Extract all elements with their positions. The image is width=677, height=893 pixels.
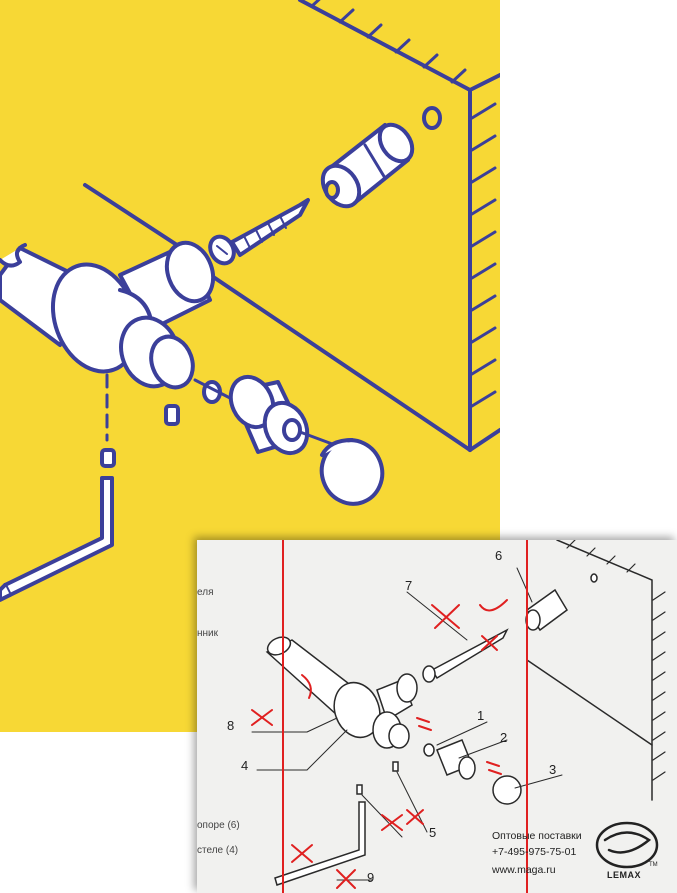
part-number-7: 7	[405, 578, 413, 593]
assembly-drawing	[0, 0, 500, 602]
part-number-6: 6	[495, 548, 503, 563]
partial-label-2: нник	[197, 628, 219, 639]
hex-key	[0, 476, 114, 602]
part-number-5: 5	[429, 825, 437, 840]
scan-spacer	[423, 739, 522, 805]
set-screw-2	[100, 448, 116, 468]
wall-anchor	[320, 122, 415, 209]
brand-name: LEMAX	[607, 870, 641, 880]
part-number-3: 3	[549, 762, 557, 777]
brand-logo	[595, 821, 659, 869]
part-number-2: 2	[500, 730, 508, 745]
scan-anchor	[525, 573, 598, 632]
contact-line-1: Оптовые поставки	[492, 830, 582, 842]
partial-label-1: еля	[197, 587, 214, 598]
scan-connector	[333, 673, 418, 749]
scan-wall	[526, 540, 666, 801]
set-screw	[164, 404, 180, 426]
spacer	[228, 374, 310, 456]
wall	[198, 0, 500, 452]
part-number-4: 4	[241, 758, 249, 773]
part-number-1: 1	[477, 708, 485, 723]
red-annotations	[251, 540, 528, 893]
contact-phone: +7-495-975-75-01	[492, 846, 577, 858]
part-number-8: 8	[227, 718, 235, 733]
connector-cap	[119, 315, 195, 390]
scan-setscrew	[392, 761, 399, 772]
part-number-9: 9	[367, 870, 375, 885]
axis-line-2	[298, 430, 337, 447]
scan-drawing	[251, 540, 666, 893]
partial-label-3: опоре (6)	[197, 820, 240, 831]
screw	[208, 198, 310, 266]
scan-setscrew-2	[356, 784, 363, 795]
end-cap	[319, 438, 385, 506]
scanned-instruction-sheet: еля нник опоре (6) стеле (4) 7 6 8 4 1 2…	[197, 540, 677, 893]
washer	[422, 106, 442, 130]
partial-label-4: стеле (4)	[197, 845, 239, 856]
brand-trademark: TM	[649, 862, 658, 868]
axis-line	[193, 378, 232, 400]
contact-website: www.maga.ru	[492, 864, 556, 876]
